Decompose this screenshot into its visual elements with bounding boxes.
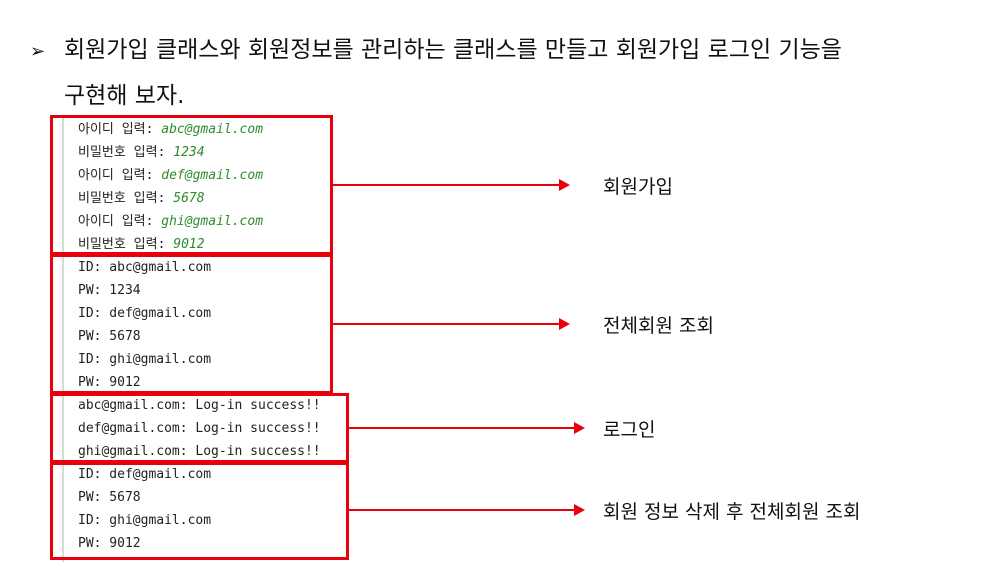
console-line: ID: ghi@gmail.com <box>78 352 212 367</box>
console-line: ID: abc@gmail.com <box>78 260 212 275</box>
console-line: 아이디 입력: abc@gmail.com <box>78 122 264 137</box>
console-output: 아이디 입력: abc@gmail.com 비밀번호 입력: 1234 아이디 … <box>62 117 364 562</box>
slide-heading: ➢ 회원가입 클래스와 회원정보를 관리하는 클래스를 만들고 회원가입 로그인 … <box>30 28 980 119</box>
login-highlight-box <box>50 393 349 463</box>
heading-line-2: 구현해 보자. <box>64 83 185 109</box>
arrow-bullet-icon: ➢ <box>30 41 46 62</box>
console-line: PW: 1234 <box>78 283 141 298</box>
login-label: 로그인 <box>603 419 656 441</box>
delete-list-label: 회원 정보 삭제 후 전체회원 조회 <box>603 501 861 523</box>
console-line: PW: 9012 <box>78 375 141 390</box>
delete-list-highlight-box <box>50 462 349 560</box>
list-all-highlight-box <box>50 254 333 394</box>
console-line: ID: ghi@gmail.com <box>78 513 212 528</box>
console-line: ID: def@gmail.com <box>78 467 212 482</box>
signup-label: 회원가입 <box>603 176 673 198</box>
console-line: PW: 5678 <box>78 329 141 344</box>
console-line: PW: 5678 <box>78 490 141 505</box>
delete-list-arrow-icon <box>349 504 585 516</box>
signup-highlight-box <box>50 115 333 255</box>
console-line: 아이디 입력: def@gmail.com <box>78 168 264 183</box>
console-line: def@gmail.com: Log-in success!! <box>78 421 321 436</box>
heading-line-1: 회원가입 클래스와 회원정보를 관리하는 클래스를 만들고 회원가입 로그인 기… <box>64 37 842 63</box>
list-all-arrow-icon <box>333 318 570 330</box>
console-line: 아이디 입력: ghi@gmail.com <box>78 214 264 229</box>
console-line: ID: def@gmail.com <box>78 306 212 321</box>
console-line: 비밀번호 입력: 1234 <box>78 145 205 160</box>
list-all-label: 전체회원 조회 <box>603 315 714 337</box>
login-arrow-icon <box>349 422 585 434</box>
console-line: 비밀번호 입력: 5678 <box>78 191 205 206</box>
console-line: PW: 9012 <box>78 536 141 551</box>
console-line: ghi@gmail.com: Log-in success!! <box>78 444 321 459</box>
signup-arrow-icon <box>333 179 570 191</box>
console-line: abc@gmail.com: Log-in success!! <box>78 398 321 413</box>
console-line: 비밀번호 입력: 9012 <box>78 237 205 252</box>
